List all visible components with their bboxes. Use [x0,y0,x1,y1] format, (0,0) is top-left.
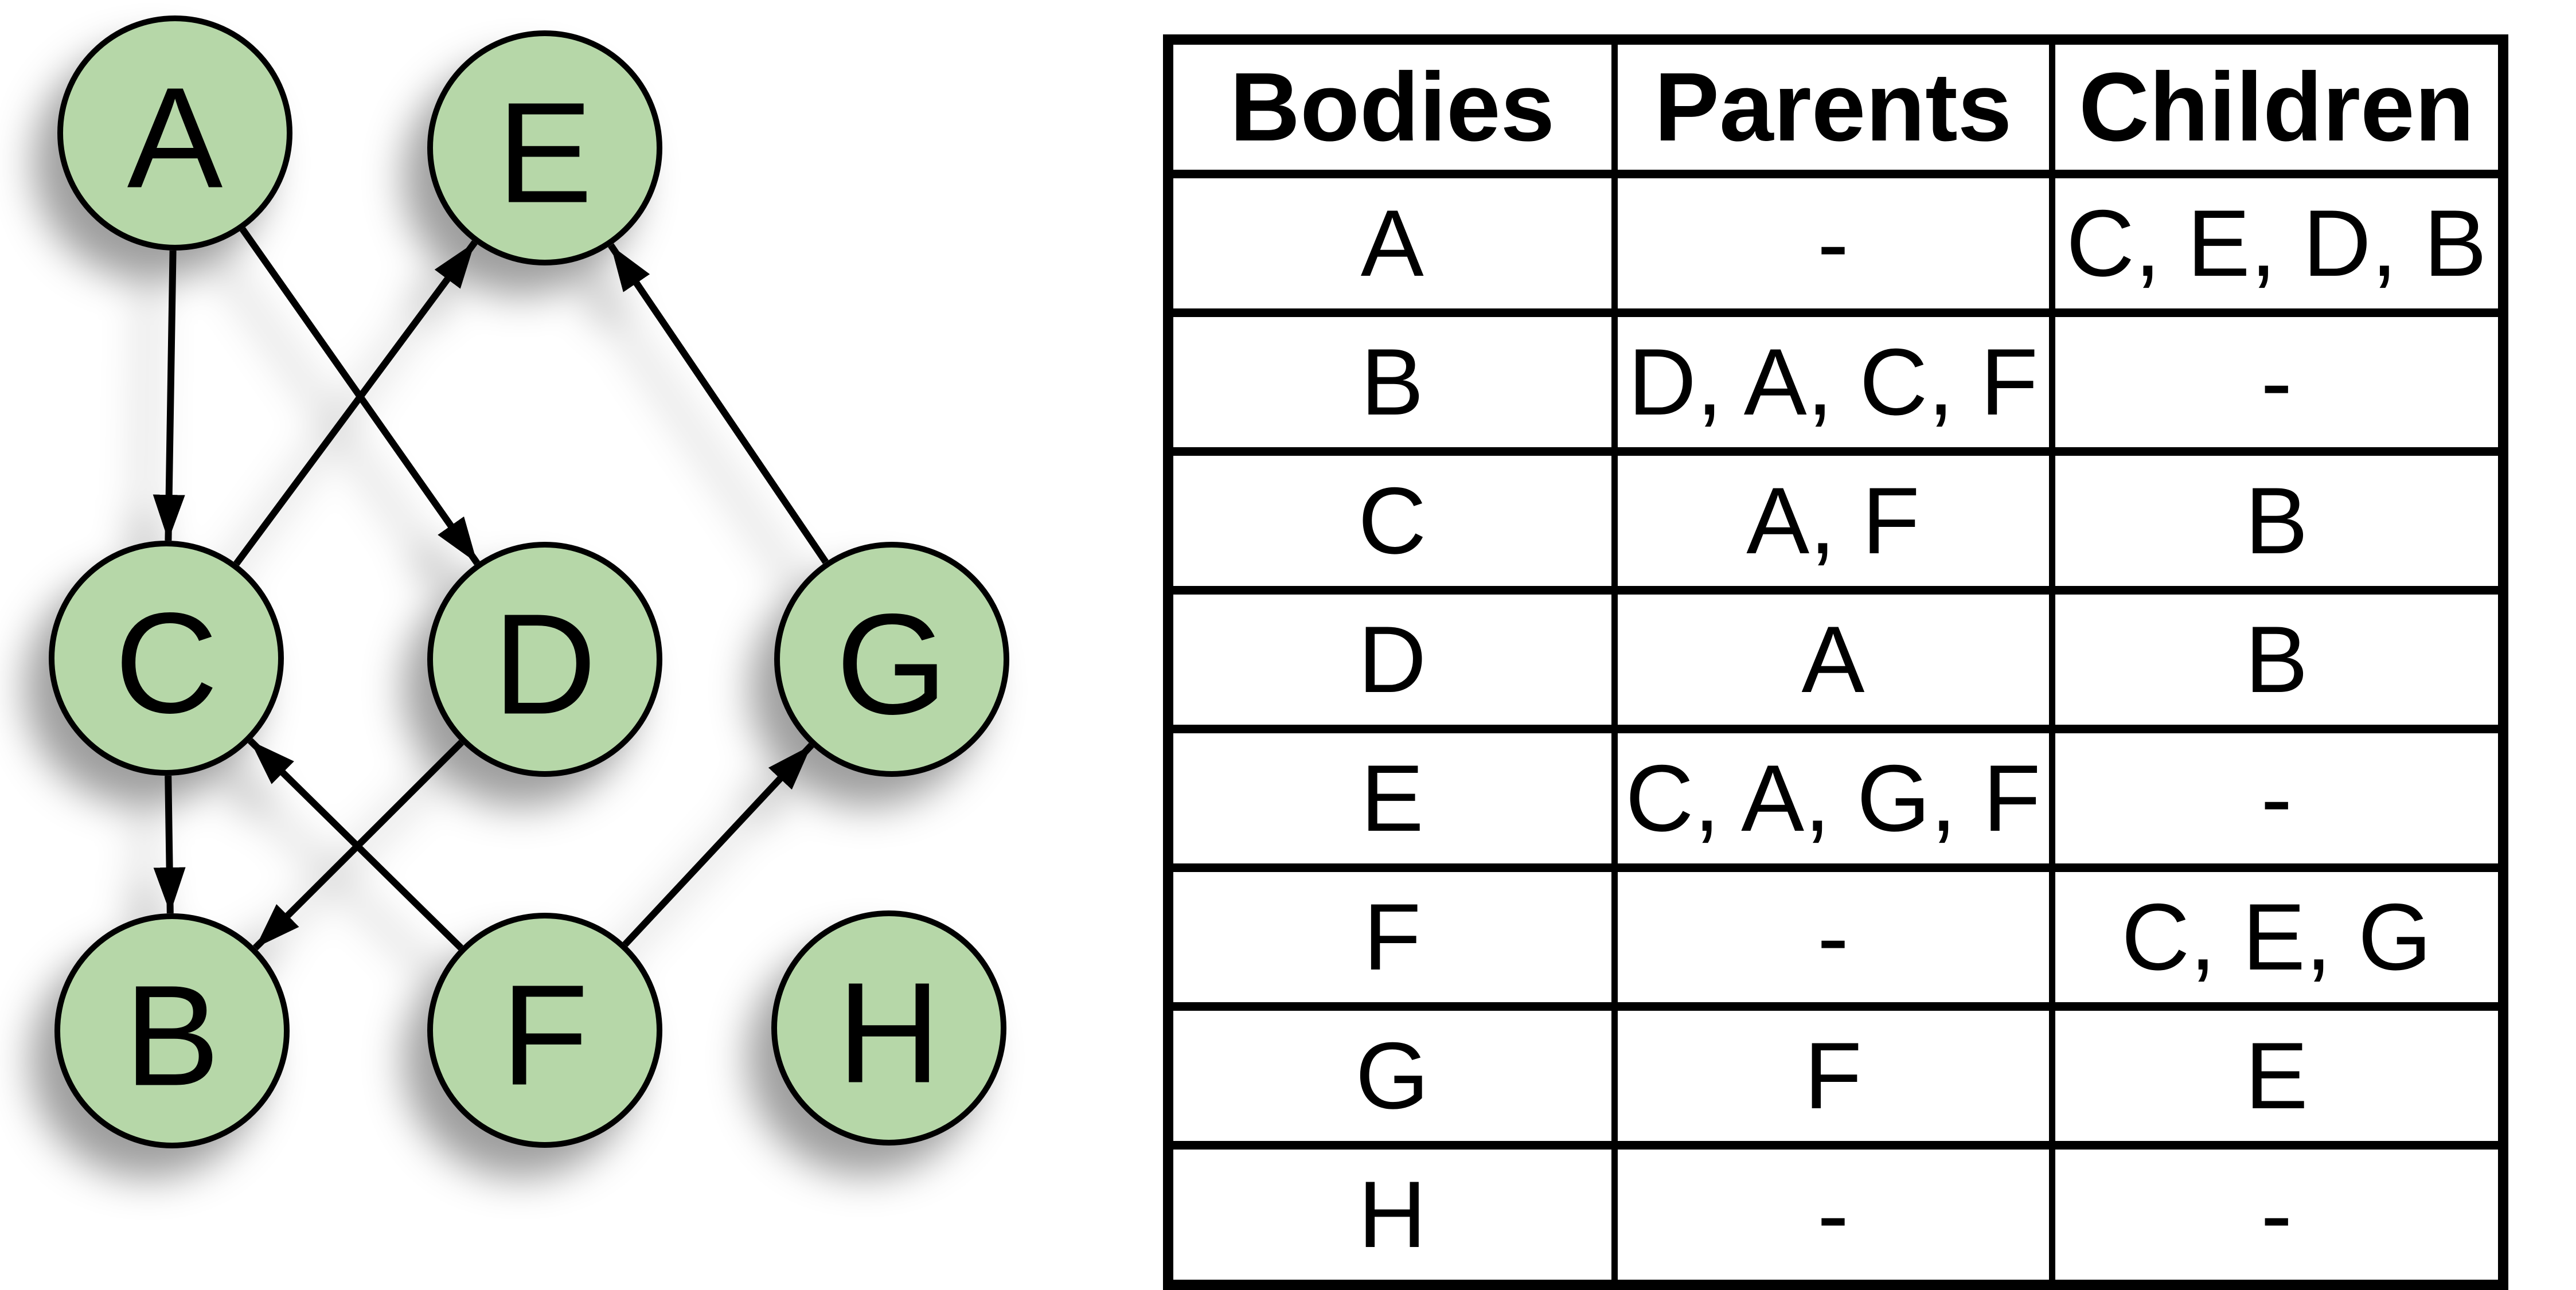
cell-F-body: F [1165,863,1618,1011]
cell-F-parents: - [1611,863,2055,1011]
edge-A-to-C [153,250,185,541]
cell-G-children: E [2048,1002,2507,1150]
graph-node-H [771,910,1006,1146]
cell-G-body: G [1165,1002,1618,1150]
graph-node-label-B: B [124,956,220,1116]
graph-node-label-E: E [497,73,593,233]
cell-H-children: - [2048,1141,2507,1289]
cell-C-children: B [2048,447,2507,595]
edge-C-to-B [153,775,186,914]
graph-node-label-G: G [836,584,947,744]
graph-node-label-F: F [501,955,589,1115]
graph-content: A E C D G B F H [49,15,1009,1148]
graph-node-C [49,541,284,776]
graph-node-A [57,15,292,251]
table-row-A: A-C, E, D, B [1165,170,2507,317]
cell-E-children: - [2048,725,2507,872]
graph-node-label-H: H [837,953,941,1113]
cell-H-body: H [1165,1141,1618,1289]
table-row-H: H-- [1165,1141,2507,1289]
column-header-children: Children [2048,35,2507,178]
cell-H-parents: - [1611,1141,2055,1289]
column-header-parents: Parents [1611,35,2055,178]
edge-F-to-G [622,742,814,947]
graph-node-F [427,913,662,1148]
cell-D-parents: A [1611,586,2055,733]
cell-C-parents: A, F [1611,447,2055,595]
graph-node-G [774,542,1009,777]
table-row-F: F-C, E, G [1165,863,2507,1011]
edge-C-to-E [233,240,478,566]
graph-node-label-D: D [493,584,597,744]
cell-B-body: B [1165,308,1618,456]
edge-F-to-C [247,738,464,951]
graph-node-D [427,542,662,777]
graph-node-label-C: C [115,583,218,743]
graph-node-E [427,30,662,265]
cell-A-children: C, E, D, B [2048,170,2507,317]
cell-D-body: D [1165,586,1618,733]
cell-A-parents: - [1611,170,2055,317]
graph-node-label-A: A [127,58,223,218]
column-header-bodies: Bodies [1165,35,1618,178]
cell-A-body: A [1165,170,1618,317]
cell-B-parents: D, A, C, F [1611,308,2055,456]
cell-E-parents: C, A, G, F [1611,725,2055,872]
cell-B-children: - [2048,308,2507,456]
graph-node-B [54,913,290,1148]
cell-D-children: B [2048,586,2507,733]
cell-G-parents: F [1611,1002,2055,1150]
cell-E-body: E [1165,725,1618,872]
kinematic-tree-diagram: A E C D G B F H [49,15,1009,1148]
edge-G-to-E [608,243,829,564]
cell-F-children: C, E, G [2048,863,2507,1011]
cell-C-body: C [1165,447,1618,595]
